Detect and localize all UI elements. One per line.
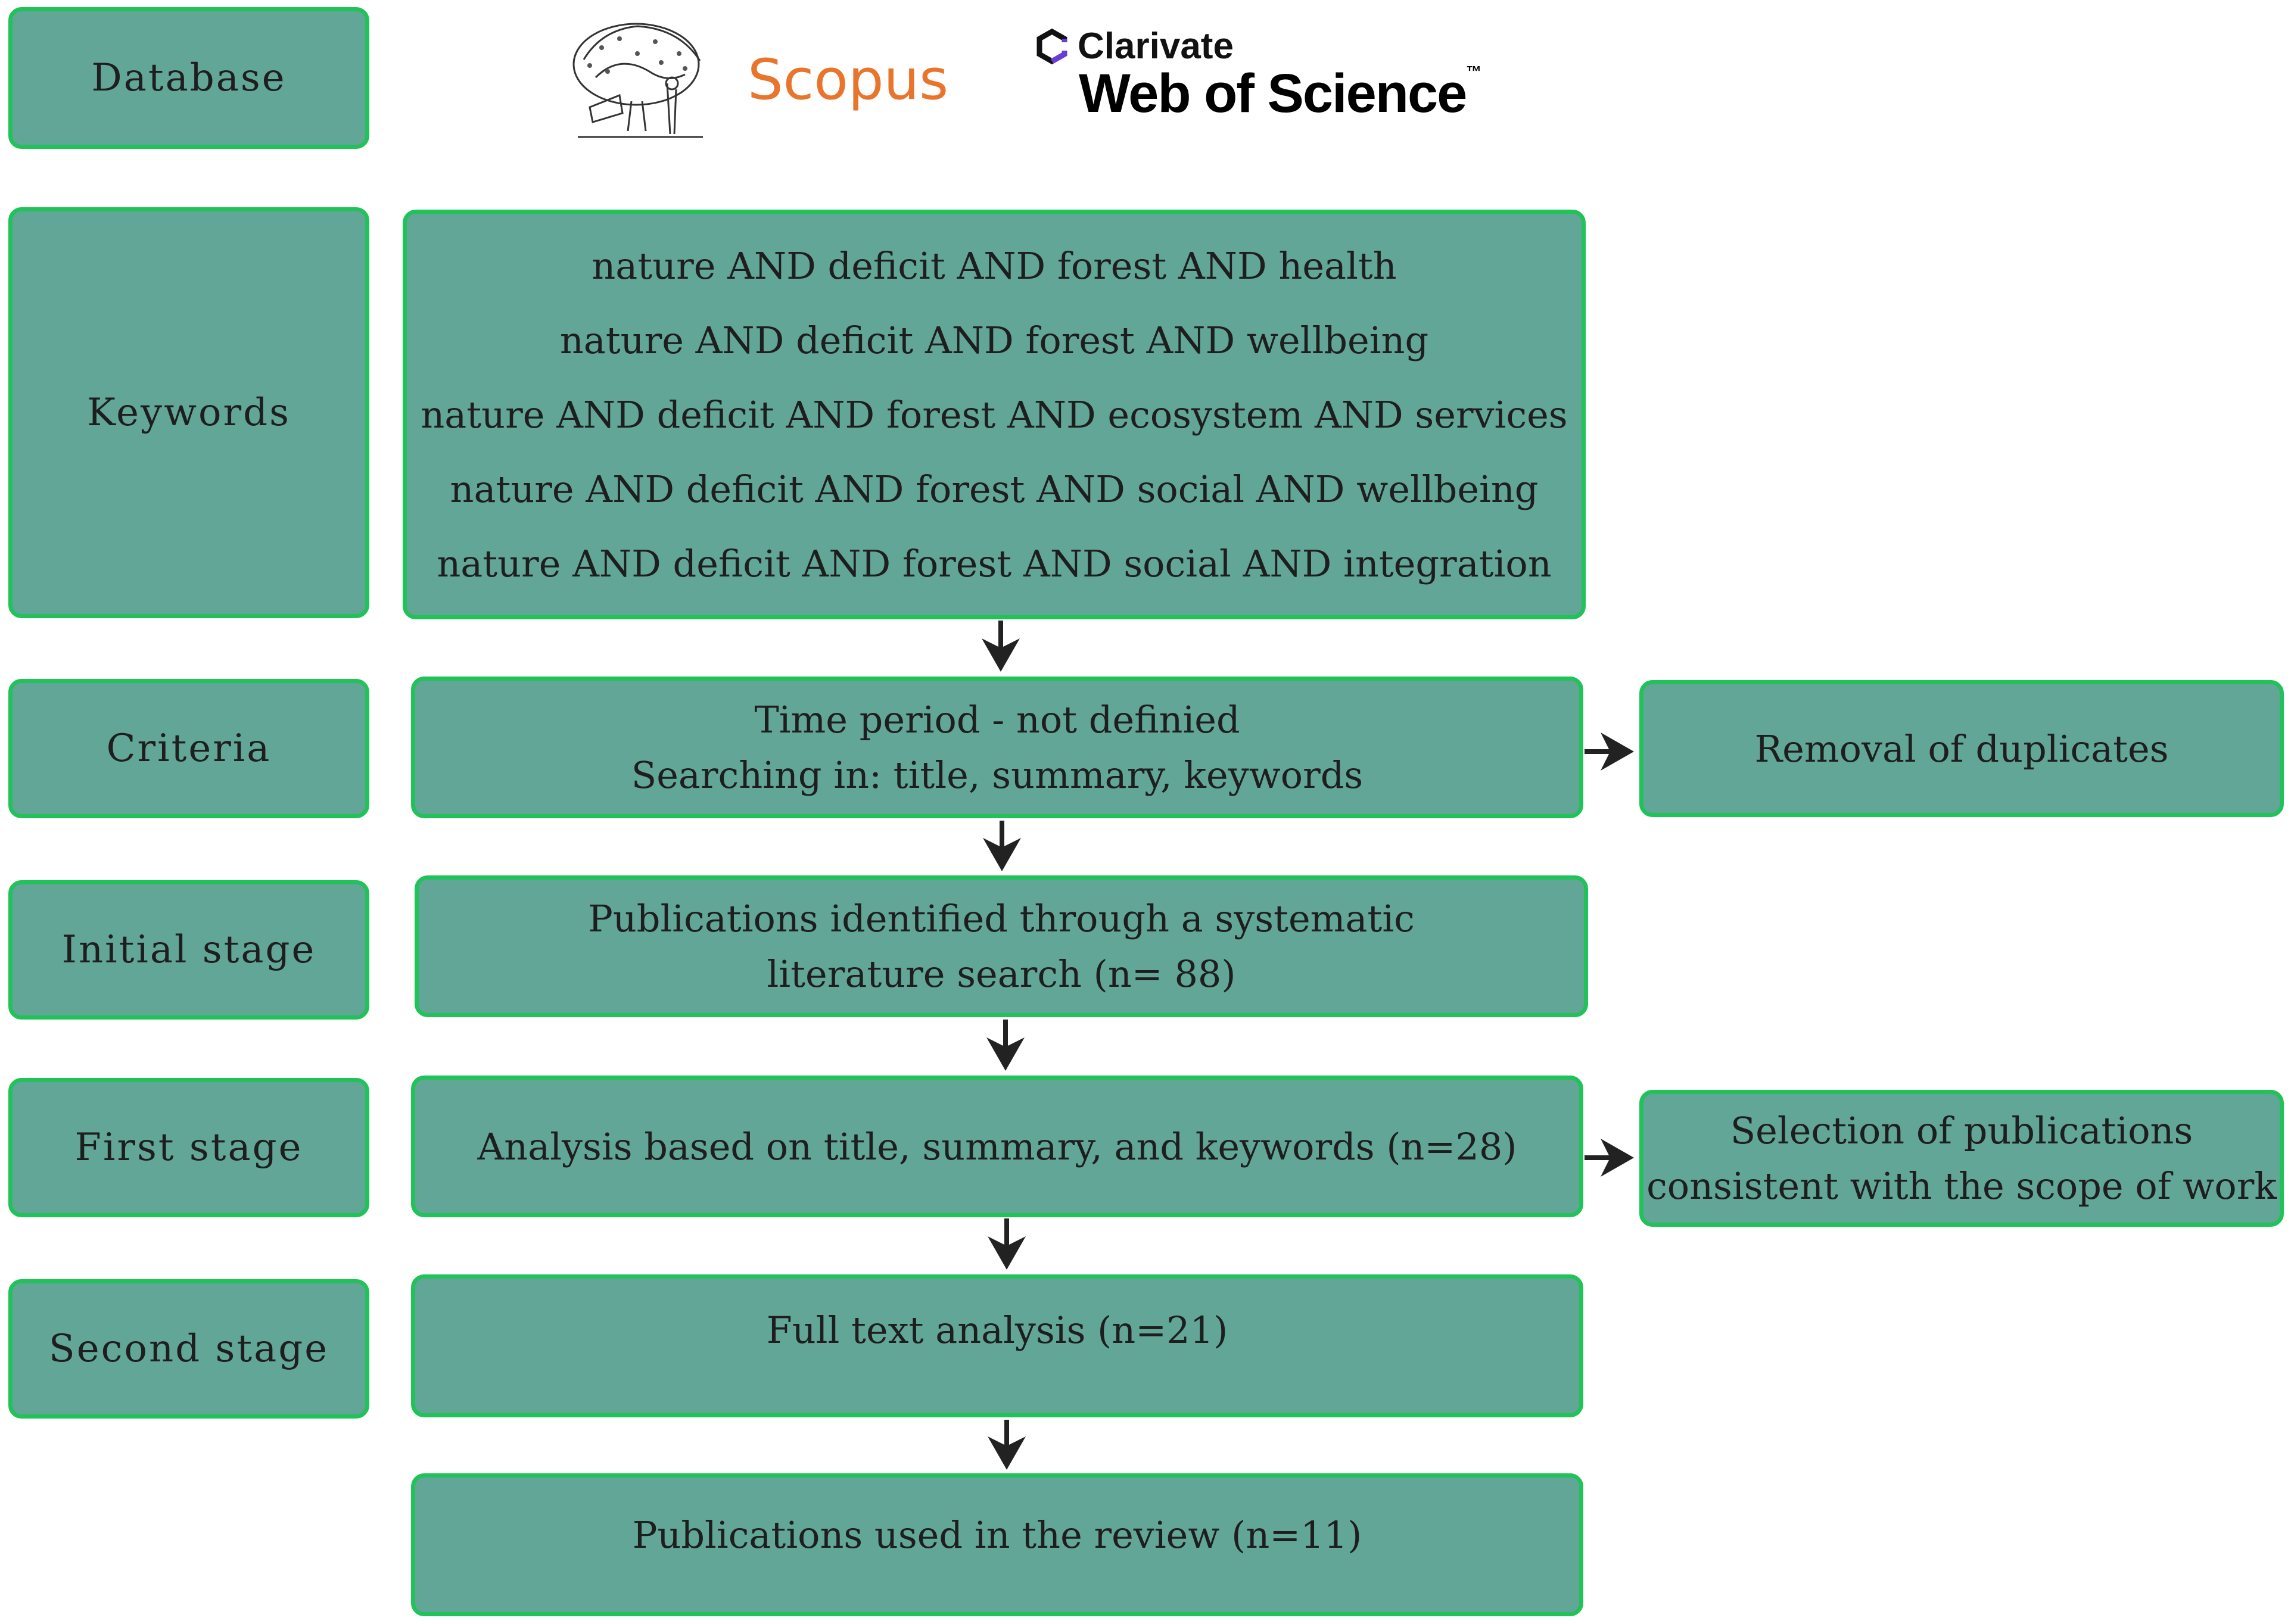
initial-identified-box: Publications identified through a system…	[415, 875, 1588, 1017]
keyword-query: nature AND deficit AND forest AND social…	[450, 467, 1539, 511]
keyword-query: nature AND deficit AND forest AND ecosys…	[421, 392, 1568, 437]
keyword-query: nature AND deficit AND forest AND health	[592, 244, 1397, 288]
keyword-query: nature AND deficit AND forest AND wellbe…	[559, 318, 1429, 362]
elsevier-logo	[566, 18, 712, 146]
criteria-search-fields: Searching in: title, summary, keywords	[631, 753, 1364, 797]
scopus-logo-text: Scopus	[748, 48, 949, 113]
stage-label-text: First stage	[74, 1126, 303, 1170]
stage-label-text: Criteria	[106, 727, 272, 771]
initial-line-1: Publications identified through a system…	[588, 897, 1415, 940]
stage-label-text: Database	[91, 56, 287, 100]
web-of-science-logo: Clarivate Web of Science™	[1034, 25, 1481, 125]
final-publications-text: Publications used in the review (n=11)	[632, 1513, 1362, 1557]
keyword-query: nature AND deficit AND forest AND social…	[437, 541, 1552, 585]
stage-label-initial: Initial stage	[8, 880, 369, 1020]
selection-line-2: consistent with the scope of work	[1646, 1164, 2277, 1208]
clarivate-icon	[1036, 28, 1068, 64]
final-publications-box: Publications used in the review (n=11)	[411, 1473, 1583, 1616]
removal-duplicates-text: Removal of duplicates	[1754, 727, 2169, 771]
first-analysis-text: Analysis based on title, summary, and ke…	[477, 1124, 1517, 1168]
first-analysis-box: Analysis based on title, summary, and ke…	[411, 1076, 1583, 1217]
initial-line-2: literature search (n= 88)	[767, 952, 1236, 996]
stage-label-first: First stage	[8, 1078, 369, 1217]
clarivate-text: Clarivate	[1078, 26, 1234, 67]
selection-box: Selection of publications consistent wit…	[1639, 1090, 2284, 1227]
clarivate-brand: Clarivate	[1034, 25, 1480, 67]
criteria-time-period: Time period - not definied	[754, 698, 1240, 741]
keywords-box: nature AND deficit AND forest AND health…	[403, 210, 1586, 619]
scopus-logo: Scopus	[748, 48, 948, 113]
stage-label-text: Keywords	[87, 391, 291, 435]
stage-label-second: Second stage	[8, 1279, 369, 1419]
web-of-science-text: Web of Science	[1079, 63, 1467, 124]
stage-label-text: Initial stage	[61, 928, 316, 972]
stage-label-text: Second stage	[48, 1327, 329, 1371]
criteria-box: Time period - not definied Searching in:…	[411, 677, 1583, 818]
trademark-symbol: ™	[1466, 63, 1481, 80]
stage-label-criteria: Criteria	[8, 679, 369, 818]
stage-label-database: Database	[8, 7, 369, 149]
elsevier-tree-icon	[566, 18, 712, 146]
full-text-box: Full text analysis (n=21)	[411, 1274, 1583, 1417]
removal-duplicates-box: Removal of duplicates	[1639, 680, 2284, 817]
web-of-science-wordmark: Web of Science™	[1079, 63, 1481, 125]
selection-line-1: Selection of publications	[1730, 1109, 2193, 1152]
stage-label-keywords: Keywords	[8, 207, 369, 618]
full-text-text: Full text analysis (n=21)	[766, 1308, 1228, 1352]
